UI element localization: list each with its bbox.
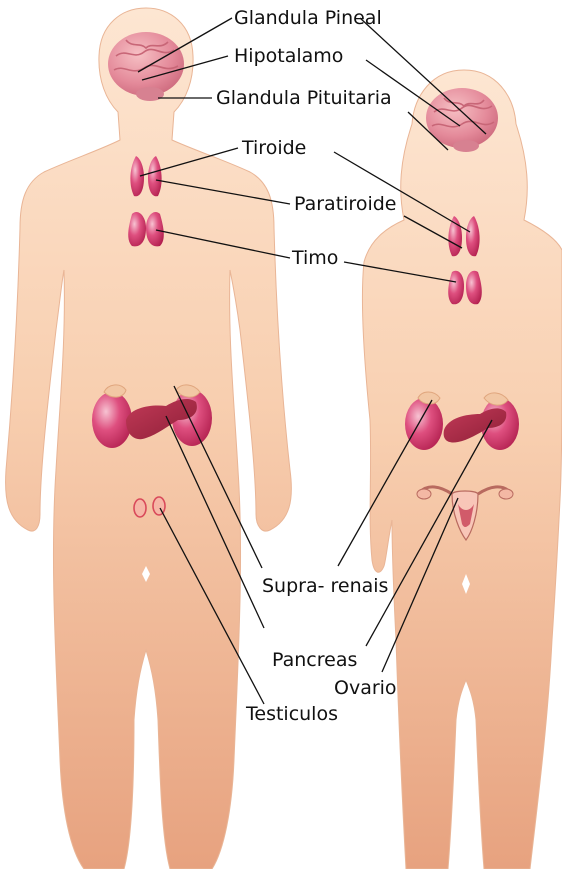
label-parathyroid: Paratiroide [294,193,396,215]
female-leg-gap-lower [461,810,471,869]
ovary-left-icon [417,489,431,499]
ovary-right-icon [499,489,513,499]
label-testes: Testiculos [245,703,338,725]
male-leg-gap-lower [140,800,152,869]
label-pineal: Glandula Pineal [234,7,382,29]
male-leg-gap-knee [138,690,154,736]
label-thyroid: Tiroide [241,137,306,159]
label-pituitary: Glandula Pituitaria [216,87,392,109]
label-hypothalamus: Hipotalamo [234,45,343,67]
label-adrenal: Supra- renais [262,575,388,597]
label-pancreas: Pancreas [272,649,357,671]
label-ovary: Ovario [334,677,397,699]
female-leg-gap-knee [460,690,472,740]
label-thymus: Timo [291,247,338,269]
